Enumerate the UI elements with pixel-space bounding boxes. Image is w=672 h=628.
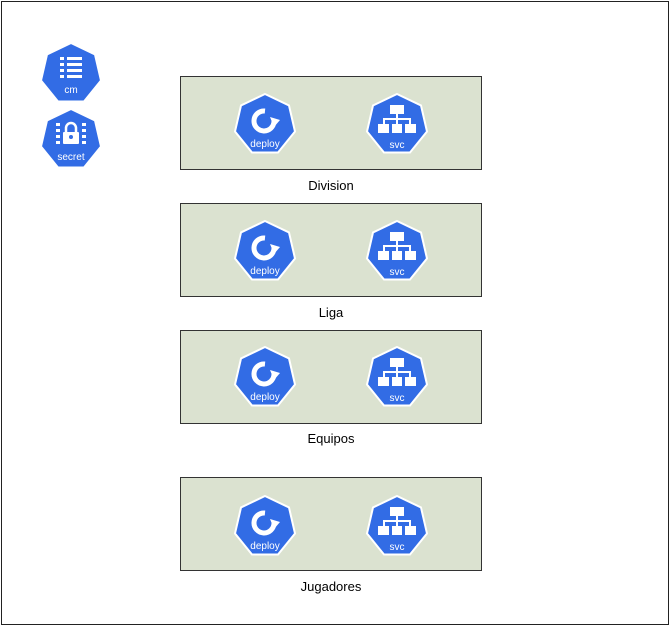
secret-icon: secret <box>39 107 103 169</box>
configmap-label: cm <box>64 85 77 96</box>
group-liga <box>180 203 482 297</box>
svc-label: svc <box>390 140 405 151</box>
secret-node: secret <box>38 107 104 173</box>
configmap-node: cm <box>38 41 104 107</box>
deploy-icon: deploy <box>233 92 297 154</box>
svc-node-equipos: svc <box>364 345 430 411</box>
svc-node-jugadores: svc <box>364 494 430 560</box>
service-icon: svc <box>365 219 429 281</box>
deploy-node-equipos: deploy <box>232 345 298 411</box>
deploy-icon: deploy <box>233 494 297 556</box>
deploy-label: deploy <box>250 541 279 552</box>
deploy-label: deploy <box>250 139 279 150</box>
group-label-liga: Liga <box>318 305 344 320</box>
group-jugadores <box>180 477 482 571</box>
svc-label: svc <box>390 542 405 553</box>
secret-label: secret <box>57 152 84 163</box>
deploy-node-division: deploy <box>232 92 298 158</box>
deploy-node-liga: deploy <box>232 219 298 285</box>
group-equipos <box>180 330 482 424</box>
deploy-icon: deploy <box>233 345 297 407</box>
service-icon: svc <box>365 92 429 154</box>
configmap-icon: cm <box>39 41 103 103</box>
group-label-jugadores: Jugadores <box>300 579 362 594</box>
svc-node-liga: svc <box>364 219 430 285</box>
deploy-icon: deploy <box>233 219 297 281</box>
service-icon: svc <box>365 494 429 556</box>
svc-label: svc <box>390 393 405 404</box>
group-division <box>180 76 482 170</box>
svc-label: svc <box>390 267 405 278</box>
group-label-division: Division <box>308 178 354 193</box>
deploy-label: deploy <box>250 392 279 403</box>
deploy-node-jugadores: deploy <box>232 494 298 560</box>
svc-node-division: svc <box>364 92 430 158</box>
group-label-equipos: Equipos <box>307 431 355 446</box>
service-icon: svc <box>365 345 429 407</box>
deploy-label: deploy <box>250 266 279 277</box>
